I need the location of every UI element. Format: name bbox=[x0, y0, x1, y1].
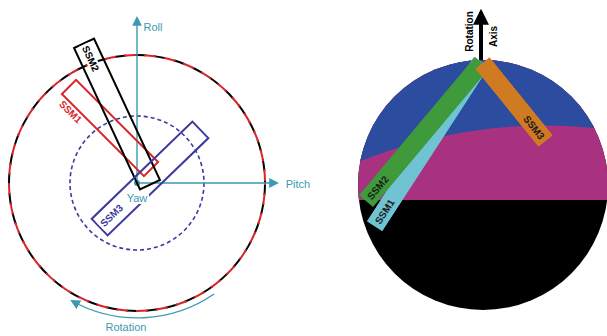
rotation-axis-arrow bbox=[479, 12, 483, 60]
ssm-label: SSM1 bbox=[56, 97, 86, 127]
axis-label: Pitch bbox=[284, 178, 312, 190]
ssm-box: SSM1 bbox=[61, 79, 160, 178]
axis-label: Yaw bbox=[125, 192, 150, 204]
axis-label: Roll bbox=[142, 21, 165, 33]
axis-label: Rotation bbox=[104, 321, 149, 333]
ssm-label: SSM2 bbox=[79, 42, 102, 75]
ssm-label: SSM3 bbox=[97, 200, 127, 230]
axis-label: Axis bbox=[489, 23, 500, 48]
pitch-axis bbox=[137, 182, 277, 183]
axis-label: Rotation bbox=[463, 9, 474, 54]
yaw-dot bbox=[134, 180, 140, 186]
roll-axis bbox=[136, 18, 137, 183]
globe bbox=[350, 55, 607, 336]
rotation-arc bbox=[72, 294, 214, 318]
ssm-box: SSM3 bbox=[90, 120, 210, 237]
ssm-box: SSM2 bbox=[73, 37, 162, 190]
